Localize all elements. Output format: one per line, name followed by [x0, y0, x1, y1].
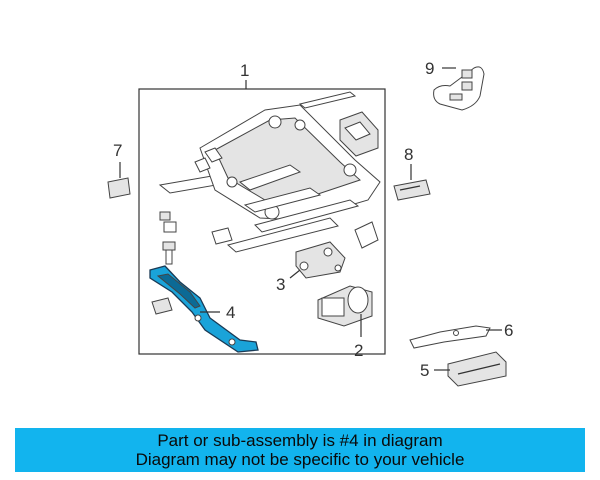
callout-9: 9 [425, 59, 434, 78]
callout-1: 1 [240, 61, 249, 80]
slide-bracket [211, 227, 233, 245]
end-cap [354, 221, 379, 249]
bracket-motor [339, 111, 379, 157]
banner-line-1: Part or sub-assembly is #4 in diagram [157, 431, 443, 450]
motor-part-2 [317, 285, 373, 327]
wire-clip [298, 91, 357, 109]
callout-3: 3 [276, 275, 285, 294]
bracket-part-6 [409, 325, 491, 349]
rail-part-4 [149, 265, 259, 353]
parts-diagram: 1 [107, 59, 513, 387]
callout-7: 7 [113, 141, 122, 160]
switch-part-8 [393, 179, 431, 201]
module-part-5 [447, 351, 507, 387]
switch-cover-part-9 [433, 66, 485, 111]
small-screw [162, 241, 176, 265]
callout-leader-3 [289, 269, 301, 279]
callout-8: 8 [404, 145, 413, 164]
callout-2: 2 [354, 341, 363, 360]
callout-5: 5 [420, 361, 429, 380]
assembly-frame [138, 88, 386, 355]
cap-part-7 [107, 177, 131, 199]
info-banner: Part or sub-assembly is #4 in diagram Di… [15, 428, 585, 472]
small-bracket [151, 297, 173, 315]
seat-track-frame [158, 104, 381, 253]
motor-part-3 [295, 241, 346, 279]
callout-6: 6 [504, 321, 513, 340]
small-bolt [159, 211, 177, 233]
banner-line-2: Diagram may not be specific to your vehi… [135, 450, 465, 469]
callout-4: 4 [226, 303, 235, 322]
